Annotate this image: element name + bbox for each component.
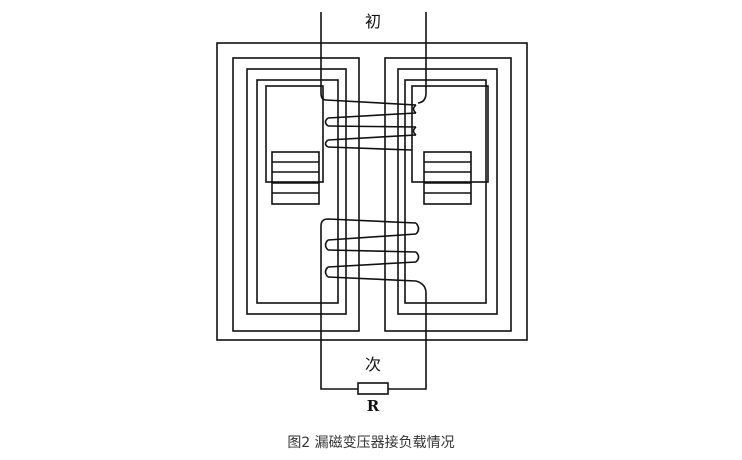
secondary-leads	[320, 226, 427, 390]
right-window-mid	[397, 68, 498, 315]
resistor-label: R	[367, 397, 380, 415]
left-shunt-laminations	[271, 151, 320, 205]
left-window-outer	[232, 57, 360, 332]
right-shunt-laminations	[423, 151, 472, 205]
left-window-inner	[256, 79, 339, 304]
core-outer	[216, 42, 528, 341]
primary-leads	[320, 12, 427, 104]
left-window-mid	[246, 68, 347, 315]
resistor-symbol	[357, 382, 389, 395]
right-window-inner	[404, 79, 487, 304]
secondary-coil	[320, 218, 427, 294]
primary-label: 初	[365, 12, 381, 31]
right-window-outer	[384, 57, 512, 332]
left-shunt-frame	[265, 85, 324, 183]
right-shunt-frame	[411, 85, 489, 183]
primary-coil	[324, 99, 417, 151]
secondary-label: 次	[365, 355, 381, 374]
figure-caption: 图2 漏磁变压器接负载情况	[287, 435, 455, 451]
